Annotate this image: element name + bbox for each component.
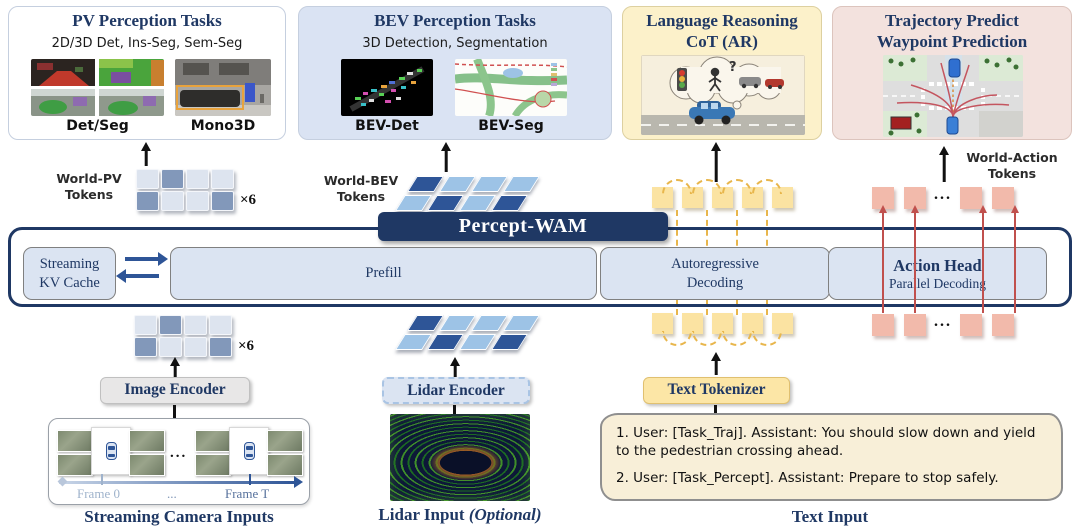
ego-car-icon xyxy=(244,442,255,460)
arrow-language-tokens-to-panel xyxy=(709,142,723,182)
panel-pv-perception: PV Perception Tasks 2D/3D Det, Ins-Seg, … xyxy=(8,6,286,140)
arrow-text-tokenizer-to-tokens xyxy=(709,352,723,375)
trajectory-panel-title-line2: Waypoint Prediction xyxy=(876,32,1028,51)
bev-det-thumbnail xyxy=(341,59,433,116)
camera-frame-cluster-start xyxy=(57,426,165,478)
mono3d-thumbnail xyxy=(175,59,271,116)
pv-panel-subtitle: 2D/3D Det, Ins-Seg, Sem-Seg xyxy=(51,36,243,51)
timeline-start-marker xyxy=(57,476,68,487)
action-token-line xyxy=(979,205,987,313)
kv-cache-write-arrow xyxy=(125,252,168,266)
arrow-bev-tokens-to-panel xyxy=(439,142,453,172)
bev-seg-thumbnail xyxy=(455,59,567,116)
language-panel-title-line2: CoT (AR) xyxy=(686,32,758,51)
action-token-line xyxy=(879,205,887,313)
world-bev-token-grid-top xyxy=(395,176,540,211)
trajectory-panel-title-line1: Trajectory Predict xyxy=(885,11,1019,30)
lidar-to-encoder-line xyxy=(453,405,456,415)
bev-panel-title: BEV Perception Tasks xyxy=(374,11,536,30)
caption-det-seg: Det/Seg xyxy=(66,118,129,134)
camera-frame-cluster-end xyxy=(195,426,303,478)
autoregressive-arc xyxy=(722,331,752,346)
camera-to-encoder-line xyxy=(173,405,176,419)
pv-token-multiplier-top: ×6 xyxy=(240,192,257,208)
autoregressive-arc xyxy=(662,331,692,346)
text-to-tokenizer-line xyxy=(714,405,717,414)
waypoint-prediction-illustration xyxy=(883,55,1023,137)
action-token-row-bottom: ... xyxy=(872,313,1014,337)
caption-bev-det: BEV-Det xyxy=(355,118,419,134)
autoregressive-arc xyxy=(752,331,782,346)
world-pv-token-grid-top xyxy=(136,169,234,211)
text-input-example-1: 1. User: [Task_Traj]. Assistant: You sho… xyxy=(616,425,1036,459)
text-input-label: Text Input xyxy=(791,507,869,526)
kv-cache-read-arrow xyxy=(116,269,159,283)
frame-ellipsis-label: ... xyxy=(167,486,177,501)
panel-bev-perception: BEV Perception Tasks 3D Detection, Segme… xyxy=(298,6,612,140)
cot-reasoning-illustration: ? xyxy=(641,55,805,135)
lidar-input-label: Lidar Input (Optional) xyxy=(378,505,542,524)
camera-frames-ellipsis: ... xyxy=(170,445,188,461)
action-head-box: Action Head Parallel Decoding xyxy=(828,247,1047,300)
autoregressive-arc xyxy=(752,179,782,194)
frameT-tick xyxy=(249,474,251,485)
panel-trajectory-prediction: Trajectory Predict Waypoint Prediction xyxy=(832,6,1072,140)
arrow-action-tokens-to-panel xyxy=(937,146,951,182)
frame-start-label: Frame 0 xyxy=(77,486,120,501)
det-seg-thumbnail xyxy=(31,59,164,116)
streaming-camera-inputs-box: ... Frame 0 ... Frame T xyxy=(48,418,310,505)
pv-token-multiplier-bottom: ×6 xyxy=(238,338,255,354)
action-token-line xyxy=(911,205,919,313)
ego-car-icon xyxy=(106,442,117,460)
frame-timeline-arrow xyxy=(59,476,303,488)
arrow-image-encoder-to-tokens xyxy=(168,357,182,377)
lidar-encoder: Lidar Encoder xyxy=(382,377,530,404)
percept-wam-title: Percept-WAM xyxy=(378,212,668,241)
language-panel-title-line1: Language Reasoning xyxy=(646,11,798,30)
text-input-box: 1. User: [Task_Traj]. Assistant: You sho… xyxy=(600,413,1063,501)
streaming-camera-inputs-label: Streaming Camera Inputs xyxy=(84,507,274,526)
autoregressive-arc xyxy=(662,179,692,194)
bev-panel-subtitle: 3D Detection, Segmentation xyxy=(362,36,548,51)
action-token-row-top: ... xyxy=(872,186,1014,210)
image-encoder: Image Encoder xyxy=(100,377,250,404)
arrow-pv-tokens-to-panel xyxy=(139,142,153,166)
prefill-box: Prefill xyxy=(170,247,597,300)
arrow-lidar-encoder-to-tokens xyxy=(448,357,462,377)
language-token-row-bottom xyxy=(652,313,793,334)
svg-text:?: ? xyxy=(729,60,737,75)
lidar-pointcloud-image xyxy=(390,414,530,501)
pv-panel-title: PV Perception Tasks xyxy=(72,11,222,30)
caption-mono3d: Mono3D xyxy=(190,118,256,134)
autoregressive-arc xyxy=(722,179,752,194)
text-tokenizer: Text Tokenizer xyxy=(643,377,790,404)
lidar-optional-label: (Optional) xyxy=(468,505,542,524)
autoregressive-arc xyxy=(692,331,722,346)
caption-bev-seg: BEV-Seg xyxy=(478,118,544,134)
action-token-line xyxy=(1011,205,1019,313)
panel-language-reasoning: Language Reasoning CoT (AR) xyxy=(622,6,822,140)
lidar-token-grid-bottom xyxy=(395,315,540,350)
text-input-example-2: 2. User: [Task_Percept]. Assistant: Prep… xyxy=(616,470,999,487)
frame0-tick xyxy=(101,474,103,485)
frame-end-label: Frame T xyxy=(225,486,270,501)
image-token-grid-bottom xyxy=(134,315,232,357)
